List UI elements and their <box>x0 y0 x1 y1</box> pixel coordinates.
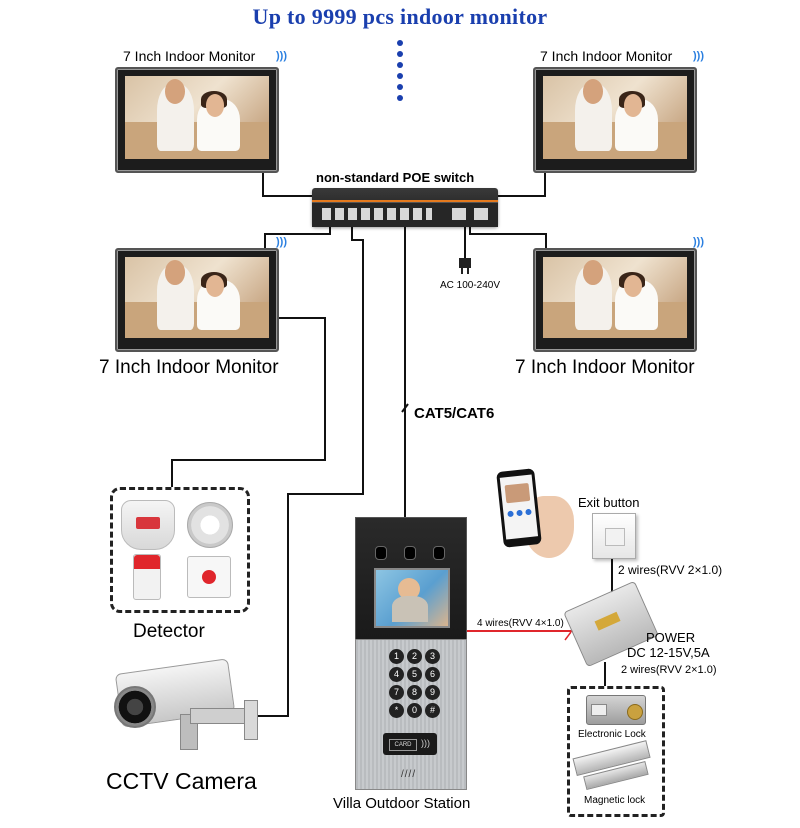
indoor-monitor-top-left <box>115 67 279 173</box>
indoor-monitor-mid-right <box>533 248 697 352</box>
phone-body <box>496 468 542 548</box>
monitor-label-top-right: 7 Inch Indoor Monitor <box>540 48 673 64</box>
wall-plate <box>244 700 258 740</box>
key-button[interactable]: # <box>425 703 440 718</box>
electronic-lock-label: Electronic Lock <box>578 729 646 740</box>
nfc-icon: ))) <box>421 738 430 748</box>
phone-screen <box>499 474 539 540</box>
power-title: POWER <box>646 630 696 645</box>
monitor-screen <box>125 76 269 159</box>
keypad: 1 2 3 4 5 6 7 8 9 * 0 # <box>389 649 440 729</box>
camera-bracket <box>190 708 252 724</box>
electronic-lock <box>586 695 646 725</box>
power-spec: DC 12-15V,5A <box>627 645 710 660</box>
orange-stripe <box>312 200 498 202</box>
key-button[interactable]: 1 <box>389 649 404 664</box>
card-reader-text: CARD <box>389 739 417 751</box>
key-button[interactable]: 2 <box>407 649 422 664</box>
exit-button-label: Exit button <box>578 495 640 510</box>
monitor-label-top-left: 7 Inch Indoor Monitor <box>123 48 256 64</box>
wire-power-to-lock-label: 2 wires(RVV 2×1.0) <box>621 664 717 676</box>
wifi-icon: ))) <box>276 236 287 248</box>
card-reader[interactable]: CARD ))) <box>383 733 437 755</box>
ethernet-ports <box>322 208 432 220</box>
speaker-grille-icon: //// <box>401 769 417 780</box>
poe-switch <box>312 188 498 227</box>
pir-sensor <box>121 500 175 550</box>
camera-icon <box>404 546 416 560</box>
more-monitors-dots <box>396 40 404 110</box>
monitor-screen <box>125 257 269 338</box>
monitor-label-mid-right: 7 Inch Indoor Monitor <box>515 357 695 378</box>
indoor-monitor-mid-left <box>115 248 279 352</box>
siren-alarm <box>133 554 161 600</box>
locks-group: Electronic Lock Magnetic lock <box>567 686 665 817</box>
uplink-ports <box>452 208 488 220</box>
camera-icon <box>375 546 387 560</box>
cctv-camera <box>104 658 264 760</box>
key-button[interactable]: 6 <box>425 667 440 682</box>
wire-station-to-power-label: 4 wires(RVV 4×1.0) <box>477 618 564 629</box>
wifi-icon: ))) <box>693 236 704 248</box>
monitor-screen <box>543 257 687 338</box>
camera-icon <box>433 546 445 560</box>
wire-exit-to-power-label: 2 wires(RVV 2×1.0) <box>618 563 723 577</box>
key-button[interactable]: 9 <box>425 685 440 700</box>
smartphone-app <box>496 468 576 560</box>
monitor-label-mid-left: 7 Inch Indoor Monitor <box>99 357 279 378</box>
diagram-title: Up to 9999 pcs indoor monitor <box>252 4 548 29</box>
detector-group <box>110 487 250 613</box>
power-input-label: AC 100-240V <box>440 280 501 291</box>
key-button[interactable]: 8 <box>407 685 422 700</box>
monitor-screen <box>543 76 687 159</box>
switch-label: non-standard POE switch <box>316 170 475 185</box>
cctv-label: CCTV Camera <box>106 768 257 794</box>
key-button[interactable]: 7 <box>389 685 404 700</box>
outdoor-station: 1 2 3 4 5 6 7 8 9 * 0 # CARD ))) //// <box>355 517 467 790</box>
outdoor-station-label: Villa Outdoor Station <box>333 795 471 812</box>
exit-button[interactable] <box>592 513 636 559</box>
magnetic-lock <box>572 740 654 796</box>
key-button[interactable]: 3 <box>425 649 440 664</box>
magnetic-lock-label: Magnetic lock <box>584 795 646 806</box>
indoor-monitor-top-right <box>533 67 697 173</box>
emergency-button <box>187 556 231 598</box>
cable-type-label: CAT5/CAT6 <box>414 405 495 422</box>
wifi-icon: ))) <box>693 50 704 62</box>
key-button[interactable]: 5 <box>407 667 422 682</box>
detector-label: Detector <box>133 621 205 642</box>
key-button[interactable]: 0 <box>407 703 422 718</box>
wifi-icon: ))) <box>276 50 287 62</box>
key-button[interactable]: * <box>389 703 404 718</box>
key-button[interactable]: 4 <box>389 667 404 682</box>
camera-lens <box>114 686 156 728</box>
station-screen <box>374 568 450 628</box>
smoke-detector <box>187 502 233 548</box>
